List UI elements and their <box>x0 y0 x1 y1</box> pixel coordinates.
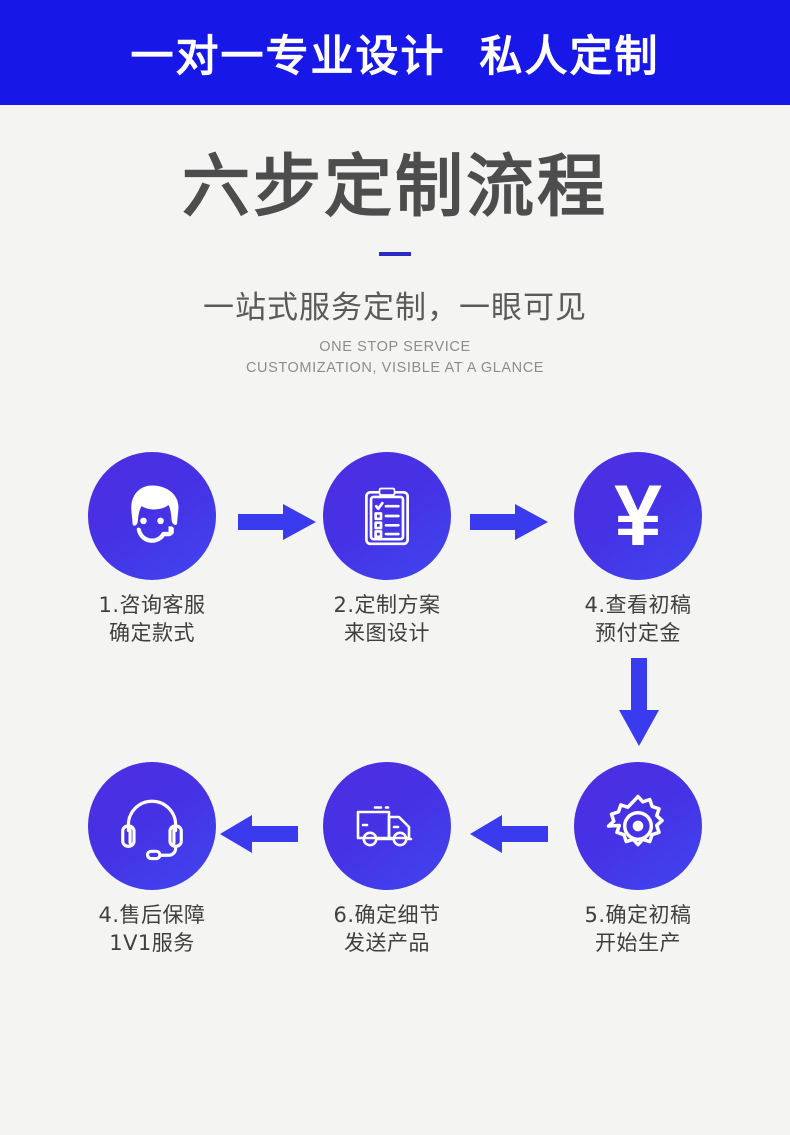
banner-title: 一对一专业设计 私人定制 <box>130 31 660 82</box>
step-5-label: 6.确定细节 发送产品 <box>333 903 441 955</box>
arrow-step1-to-step2 <box>238 502 318 542</box>
subtitle-english-line2: CUSTOMIZATION, VISIBLE AT A GLANCE <box>245 360 545 377</box>
step-4-label: 5.确定初稿 开始生产 <box>584 903 692 955</box>
arrow-step4-to-step5 <box>468 812 550 856</box>
step-1-label: 1.咨询客服 确定款式 <box>98 593 206 645</box>
step-1-circle <box>88 452 216 580</box>
step-6-circle <box>88 762 216 890</box>
step-3-circle: ¥ <box>574 452 702 580</box>
title-divider <box>379 252 411 257</box>
step-4[interactable]: 5.确定初稿 开始生产 <box>538 762 738 957</box>
subtitle-english-line1: ONE STOP SERVICE <box>319 339 471 356</box>
title-block: 六步定制流程 一站式服务定制，一眼可见 ONE STOP SERVICE CUS… <box>0 148 790 379</box>
step-4-circle <box>574 762 702 890</box>
gear-icon <box>606 794 664 847</box>
arrow-step5-to-step6 <box>218 812 300 856</box>
step-3[interactable]: ¥ 4.查看初稿 预付定金 <box>538 452 738 647</box>
arrow-step3-to-step4 <box>615 658 663 748</box>
step-3-label: 4.查看初稿 预付定金 <box>584 593 692 645</box>
headset-support-icon <box>121 799 183 861</box>
step-2-circle <box>323 452 451 580</box>
process-flow: 1.咨询客服 确定款式 <box>0 440 790 1000</box>
step-1[interactable]: 1.咨询客服 确定款式 <box>52 452 252 647</box>
delivery-truck-icon <box>356 806 413 847</box>
step-2[interactable]: 2.定制方案 来图设计 <box>287 452 487 647</box>
step-5-circle <box>323 762 451 890</box>
step-2-label: 2.定制方案 来图设计 <box>333 593 441 645</box>
yen-currency-icon: ¥ <box>614 468 662 564</box>
subtitle-english: ONE STOP SERVICE CUSTOMIZATION, VISIBLE … <box>0 337 790 379</box>
clipboard-checklist-icon <box>365 487 409 546</box>
header-banner: 一对一专业设计 私人定制 <box>0 0 790 105</box>
customer-service-agent-icon <box>131 485 179 543</box>
arrow-step2-to-step3 <box>470 502 550 542</box>
step-6[interactable]: 4.售后保障 1V1服务 <box>52 762 252 957</box>
step-6-label: 4.售后保障 1V1服务 <box>98 903 206 955</box>
page-title: 六步定制流程 <box>181 148 608 227</box>
subtitle-chinese: 一站式服务定制，一眼可见 <box>203 290 587 327</box>
step-5[interactable]: 6.确定细节 发送产品 <box>287 762 487 957</box>
